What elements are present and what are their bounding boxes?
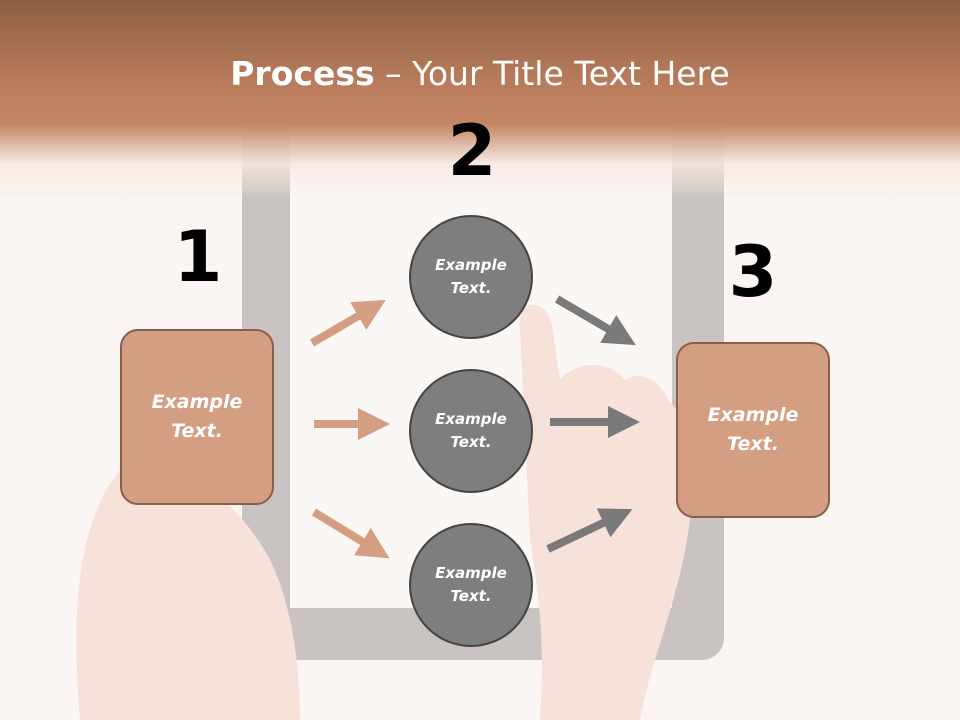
- circle-bottom-label: Example Text.: [435, 564, 507, 605]
- step-box-right: Example Text.: [676, 342, 830, 518]
- box-left-label: Example Text.: [151, 391, 243, 442]
- title-bold: Process: [230, 54, 375, 93]
- arrow-right-down: [546, 508, 633, 553]
- step-circle-top: Example Text.: [409, 215, 533, 339]
- arrow-right-up: [554, 295, 636, 346]
- step-number-2: 2: [447, 110, 497, 192]
- box-right-label: Example Text.: [707, 404, 799, 455]
- step-number-3: 3: [728, 231, 778, 313]
- step-circle-middle: Example Text.: [409, 369, 533, 493]
- title-band: [0, 0, 960, 200]
- arrow-left-down: [311, 508, 390, 559]
- step-number-1: 1: [173, 216, 223, 298]
- arrow-left-up: [309, 299, 386, 347]
- circle-middle-label: Example Text.: [435, 410, 507, 451]
- step-box-left: Example Text.: [120, 329, 274, 505]
- step-circle-bottom: Example Text.: [409, 523, 533, 647]
- slide-title: Process – Your Title Text Here: [0, 52, 960, 96]
- title-rest: – Your Title Text Here: [374, 54, 730, 93]
- circle-top-label: Example Text.: [435, 256, 507, 297]
